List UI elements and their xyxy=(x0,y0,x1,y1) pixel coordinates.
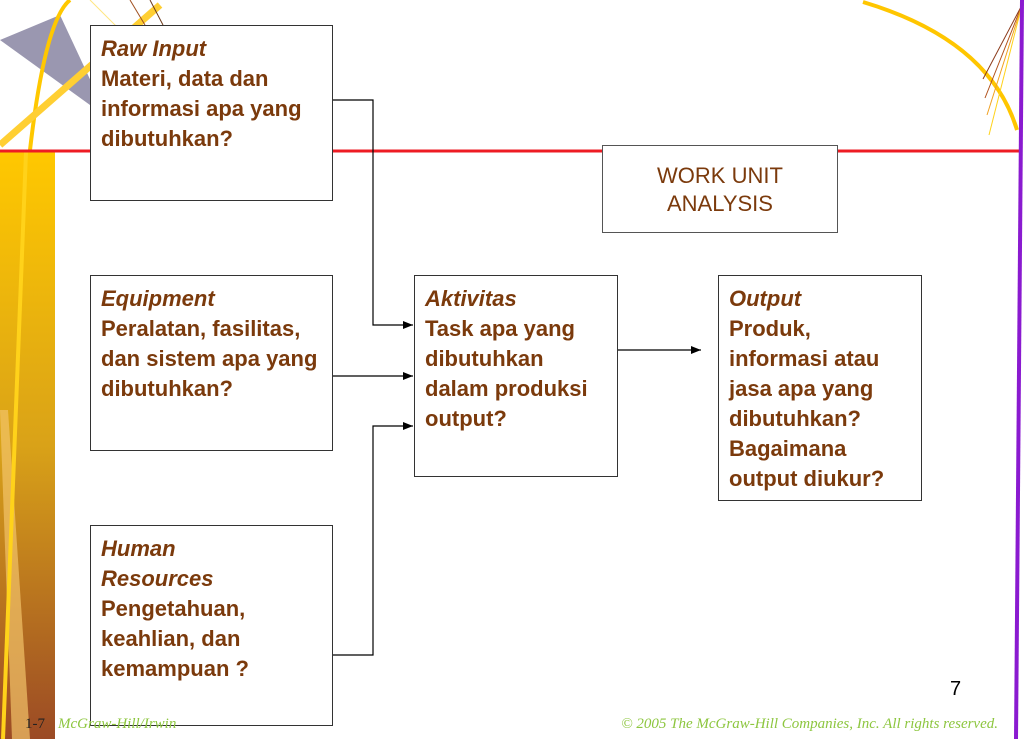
box-body: Task apa yang dibutuhkan dalam produksi … xyxy=(425,316,588,431)
box-title: Equipment xyxy=(101,286,215,311)
arrow-raw-to-aktivitas xyxy=(333,99,413,329)
arrow-human-to-aktivitas xyxy=(333,422,413,656)
work-unit-analysis-label: WORK UNIT ANALYSIS xyxy=(602,145,838,233)
work-unit-analysis-text: WORK UNIT ANALYSIS xyxy=(657,163,783,216)
copyright: © 2005 The McGraw-Hill Companies, Inc. A… xyxy=(621,716,998,732)
box-title: Raw Input xyxy=(101,36,207,61)
box-body: Pengetahuan, keahlian, dan kemampuan ? xyxy=(101,596,249,681)
box-body: Materi, data dan informasi apa yang dibu… xyxy=(101,66,302,151)
box-title: Aktivitas xyxy=(425,286,517,311)
human-resources-box: Human Resources Pengetahuan, keahlian, d… xyxy=(90,525,333,726)
output-box: Output Produk, informasi atau jasa apa y… xyxy=(718,275,922,501)
box-title: Human Resources xyxy=(101,536,214,591)
publisher: McGraw-Hill/Irwin xyxy=(58,716,177,732)
aktivitas-box: Aktivitas Task apa yang dibutuhkan dalam… xyxy=(414,275,618,477)
box-body: Produk, informasi atau jasa apa yang dib… xyxy=(729,316,885,491)
box-body: Peralatan, fasilitas, dan sistem apa yan… xyxy=(101,316,318,401)
purple-rule xyxy=(1014,0,1024,739)
slide-id: 1-7 xyxy=(25,716,45,732)
box-title: Output xyxy=(729,286,802,311)
equipment-box: Equipment Peralatan, fasilitas, dan sist… xyxy=(90,275,333,451)
page-number: 7 xyxy=(950,678,962,700)
raw-input-box: Raw Input Materi, data dan informasi apa… xyxy=(90,25,333,201)
